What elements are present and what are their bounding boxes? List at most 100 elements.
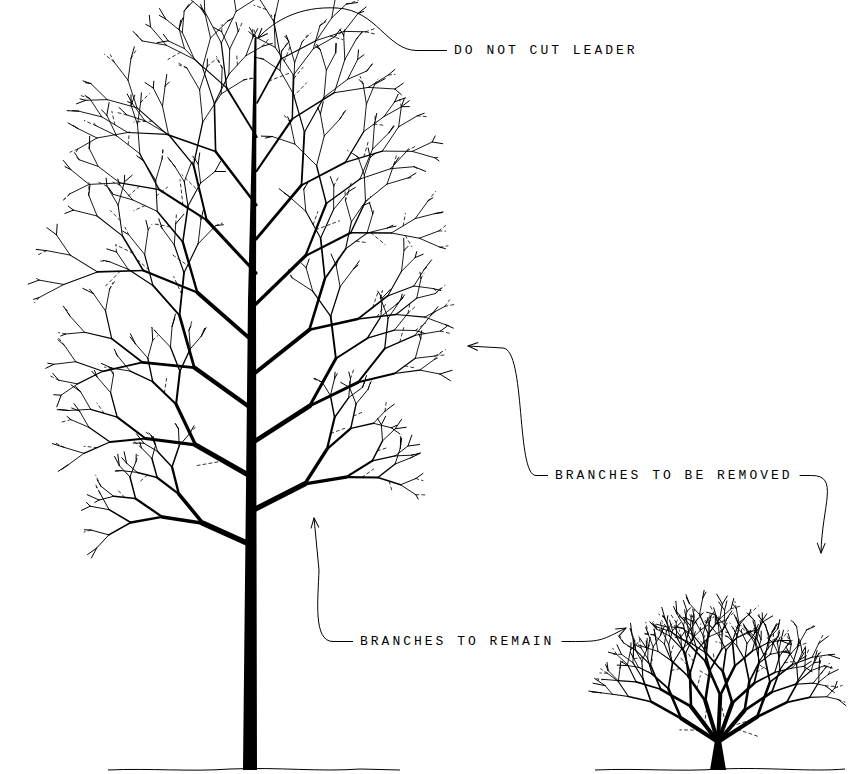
branch — [736, 634, 738, 646]
branch — [130, 477, 136, 499]
branch — [109, 523, 131, 535]
branch — [85, 96, 90, 99]
branch — [781, 630, 784, 641]
branch — [363, 84, 366, 104]
branch — [127, 463, 138, 472]
removed-branch — [153, 336, 158, 341]
branch — [295, 42, 303, 63]
removed-branch — [405, 236, 412, 247]
removed-branch — [110, 189, 114, 194]
branch — [420, 272, 421, 278]
branch — [419, 231, 439, 238]
branch — [116, 470, 121, 471]
branch — [440, 370, 452, 374]
branch — [662, 607, 665, 617]
branch — [330, 396, 334, 418]
removed-branch — [706, 620, 712, 627]
removed-branch — [269, 73, 290, 81]
branch — [672, 649, 681, 664]
branch — [633, 657, 638, 667]
branch — [432, 136, 435, 142]
branch — [236, 0, 259, 11]
branch — [703, 622, 707, 635]
removed-branch — [446, 325, 451, 326]
branch — [54, 394, 61, 396]
branch — [829, 670, 839, 675]
branch — [131, 517, 162, 523]
branch — [117, 252, 129, 269]
branch — [124, 175, 125, 182]
branch — [314, 378, 322, 382]
branch — [70, 316, 85, 332]
branch — [723, 650, 726, 672]
branch — [87, 495, 99, 500]
removed-branch — [680, 729, 700, 730]
branch — [331, 287, 340, 317]
branch — [387, 165, 394, 185]
branch — [395, 94, 399, 102]
branch — [373, 133, 389, 149]
branch — [156, 159, 162, 181]
branch — [384, 107, 402, 117]
removed-branch — [125, 227, 129, 234]
removed-branch — [634, 657, 643, 659]
branch — [440, 374, 451, 381]
branch — [207, 220, 256, 273]
branch — [802, 647, 805, 653]
removed-branch — [421, 273, 424, 278]
branch — [724, 610, 725, 624]
branch — [335, 398, 349, 418]
branch — [145, 230, 149, 255]
branch — [739, 614, 750, 623]
branch — [366, 184, 388, 201]
removed-branch — [35, 298, 39, 303]
branch — [408, 173, 416, 178]
branch — [688, 677, 705, 701]
branch — [761, 631, 762, 640]
branch — [236, 22, 238, 31]
branch — [145, 83, 153, 89]
branch — [57, 235, 71, 255]
branch — [115, 470, 121, 472]
removed-branch — [717, 634, 728, 637]
branch — [425, 306, 445, 317]
branch — [190, 336, 201, 349]
branch — [89, 427, 110, 442]
branch — [777, 637, 780, 643]
removed-branch — [81, 96, 90, 99]
branch — [654, 635, 665, 644]
branch — [402, 258, 416, 272]
branch — [54, 362, 76, 365]
branch — [186, 0, 205, 11]
branch — [80, 99, 86, 100]
branch — [288, 41, 294, 63]
branch — [128, 58, 131, 80]
branch — [84, 442, 110, 453]
branch — [334, 87, 368, 92]
branch — [305, 477, 346, 484]
removed-branch — [133, 440, 142, 448]
branch — [146, 24, 151, 26]
branch — [293, 49, 313, 75]
removed-branch — [597, 678, 605, 680]
branch — [810, 696, 827, 698]
branch — [324, 70, 326, 97]
branch — [606, 665, 609, 671]
branch — [747, 613, 755, 621]
branch — [110, 439, 146, 443]
removed-branch — [380, 292, 382, 298]
branch — [683, 601, 687, 612]
branch — [203, 523, 251, 545]
branch — [176, 424, 179, 429]
branch — [90, 506, 109, 510]
branch — [146, 439, 196, 445]
removed-branch — [758, 664, 768, 670]
branch — [385, 404, 394, 411]
branch — [324, 120, 339, 136]
removed-branch — [114, 352, 117, 357]
removed-branch — [374, 124, 385, 125]
branch — [358, 12, 364, 14]
removed-branch — [620, 635, 624, 643]
branch — [89, 148, 98, 166]
branch — [111, 393, 118, 418]
